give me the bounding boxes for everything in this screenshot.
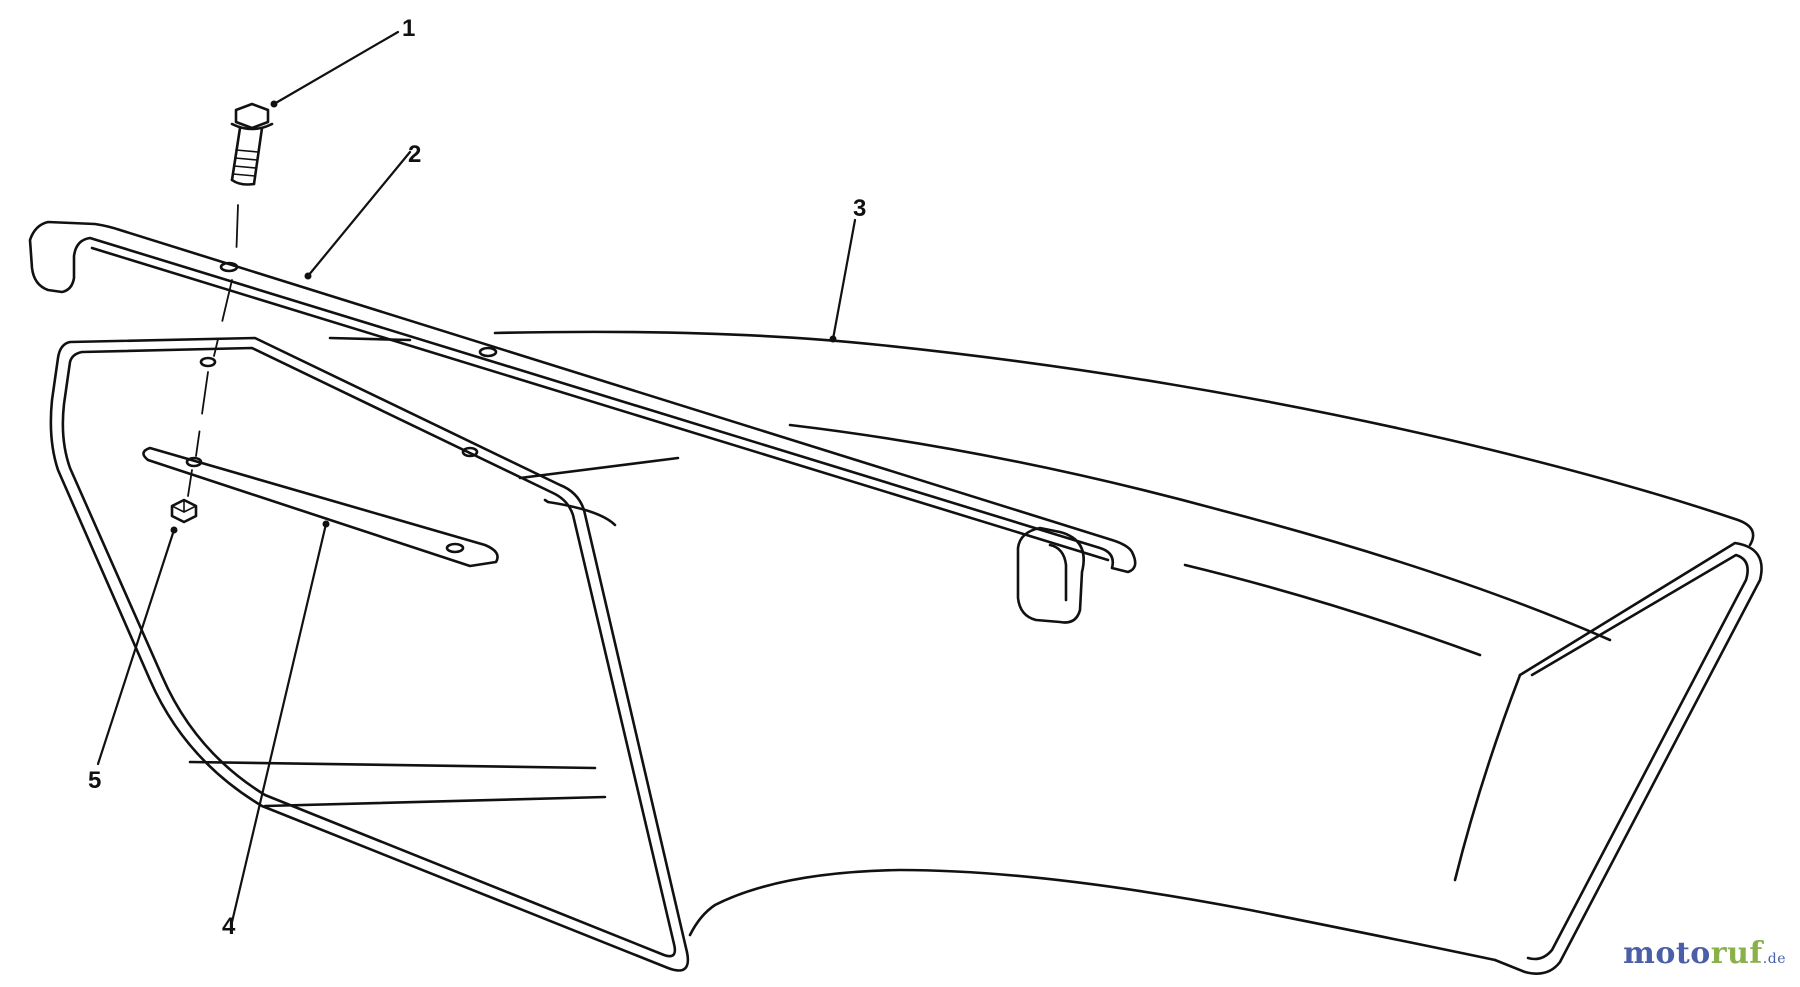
callout-2: 2 (408, 141, 421, 168)
grass-bag-body (49, 330, 1763, 975)
nut (170, 498, 198, 524)
logo-wordmark: motoruf (1623, 936, 1763, 971)
motoruf-logo: motoruf.de (1623, 936, 1786, 971)
leader-5 (96, 528, 176, 766)
leader-3 (831, 218, 857, 341)
leader-4 (230, 522, 328, 924)
leader-lines (96, 30, 857, 924)
callout-3: 3 (853, 195, 866, 222)
logo-domain-suffix: .de (1762, 951, 1786, 967)
assembly-axis (187, 204, 239, 497)
callout-1: 1 (402, 15, 415, 42)
handle-rail (28, 220, 1137, 624)
leader-2 (306, 150, 412, 278)
mounting-bar (142, 356, 499, 568)
callout-5: 5 (88, 767, 101, 794)
bolt (230, 102, 274, 186)
callout-4: 4 (222, 913, 236, 940)
leader-dots (170, 100, 837, 534)
leader-1 (272, 30, 400, 106)
